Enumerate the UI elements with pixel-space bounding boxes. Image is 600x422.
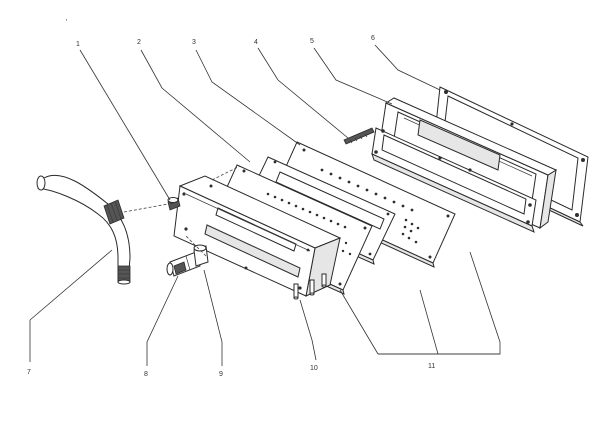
part-10-outlet-pins [293, 273, 327, 300]
part-3-holes [281, 148, 450, 259]
part-7-lower-thread [117, 265, 131, 285]
callout-10: 10 [310, 365, 318, 372]
part-5-housing [371, 97, 558, 233]
callout-9: 9 [219, 371, 223, 378]
part-10-holes [182, 184, 310, 290]
callout-tick: ' [66, 19, 67, 26]
callout-4: 4 [254, 39, 258, 46]
callout-2: 2 [137, 39, 141, 46]
leader-lines [29, 44, 501, 366]
callout-3: 3 [192, 39, 196, 46]
part-10-manifold-block [173, 175, 342, 300]
callout-labels: ' 1 2 3 4 5 6 7 8 9 10 11 [27, 19, 435, 378]
part-8-9-valve-fitting [166, 244, 209, 277]
part-5-bolt-holes [374, 129, 532, 224]
callout-6: 6 [371, 35, 375, 42]
callout-7: 7 [27, 369, 31, 376]
callout-8: 8 [144, 371, 148, 378]
callout-5: 5 [310, 38, 314, 45]
part-1-nozzle-fitting [167, 197, 181, 211]
part-7-upper-thread [103, 199, 125, 225]
part-4-stud [343, 127, 375, 145]
callout-11: 11 [428, 363, 435, 370]
assembly-alignment-lines [123, 165, 241, 257]
part-7-bent-pipe [36, 174, 131, 285]
callout-1: 1 [76, 41, 80, 48]
